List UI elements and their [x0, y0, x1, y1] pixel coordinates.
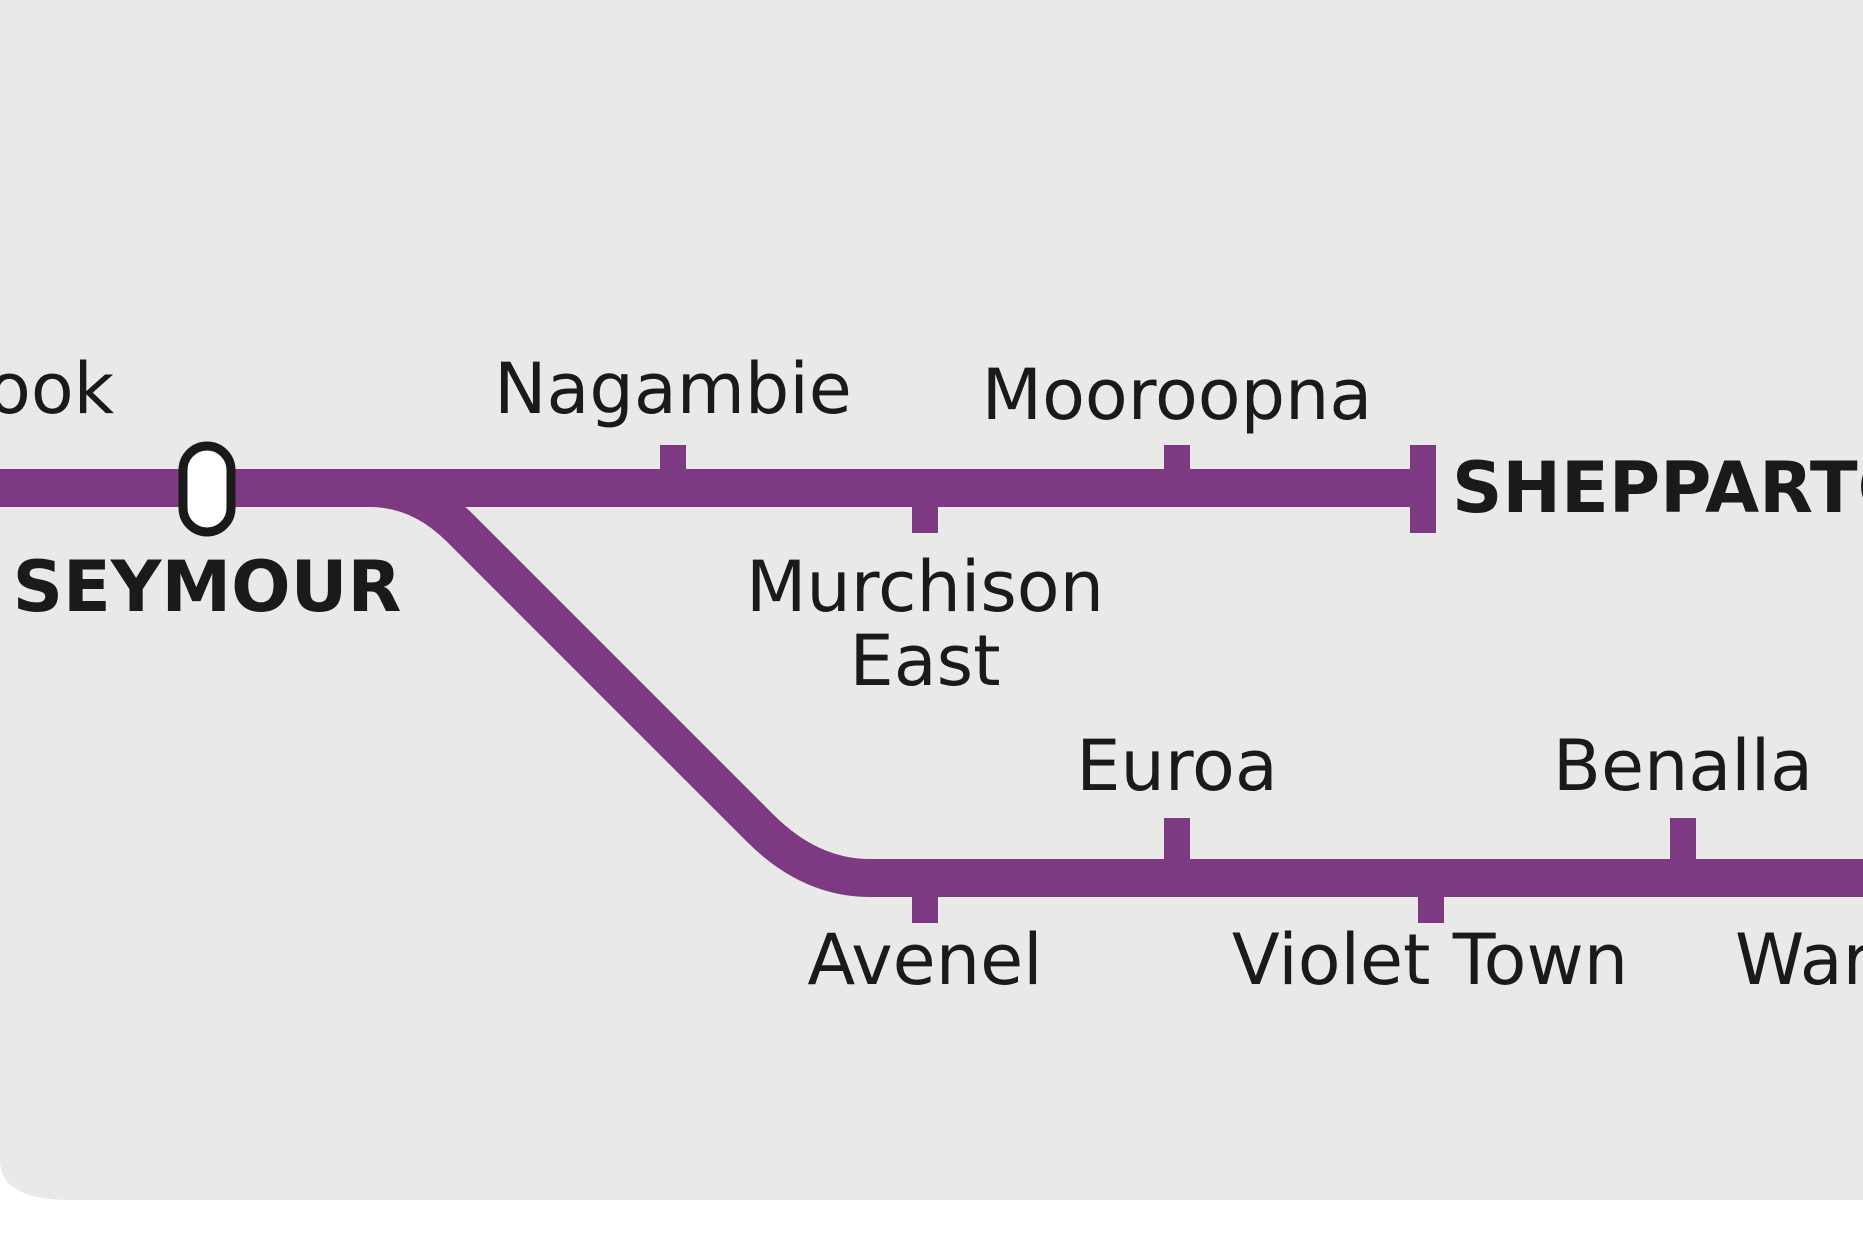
- mooroopna-tick: [1164, 445, 1190, 471]
- station-label-benalla: Benalla: [1553, 725, 1813, 807]
- murchison-east-tick: [912, 505, 938, 533]
- station-label-mooroopna: Mooroopna: [982, 354, 1373, 436]
- station-label-partial-left: ook: [0, 348, 115, 430]
- albury-line-track: [369, 469, 1863, 897]
- station-label-nagambie: Nagambie: [494, 348, 852, 430]
- euroa-tick: [1164, 818, 1190, 862]
- station-label-avenel: Avenel: [807, 919, 1042, 1001]
- avenel-tick: [912, 895, 938, 923]
- station-label-murchison-east-line2: East: [849, 620, 1000, 702]
- station-label-euroa: Euroa: [1076, 725, 1278, 807]
- violet-town-tick: [1418, 895, 1444, 923]
- shepparton-terminus-bar: [1410, 445, 1436, 533]
- station-label-shepparton: SHEPPARTO: [1452, 447, 1863, 529]
- map-background: [0, 0, 1863, 1200]
- station-label-seymour: SEYMOUR: [13, 546, 402, 628]
- nagambie-tick: [660, 445, 686, 471]
- station-label-partial-right: War: [1735, 919, 1863, 1001]
- seymour-interchange-icon: [178, 441, 236, 537]
- station-label-violet-town: Violet Town: [1232, 919, 1628, 1001]
- benalla-tick: [1670, 818, 1696, 862]
- station-label-murchison-east-line1: Murchison: [746, 546, 1104, 628]
